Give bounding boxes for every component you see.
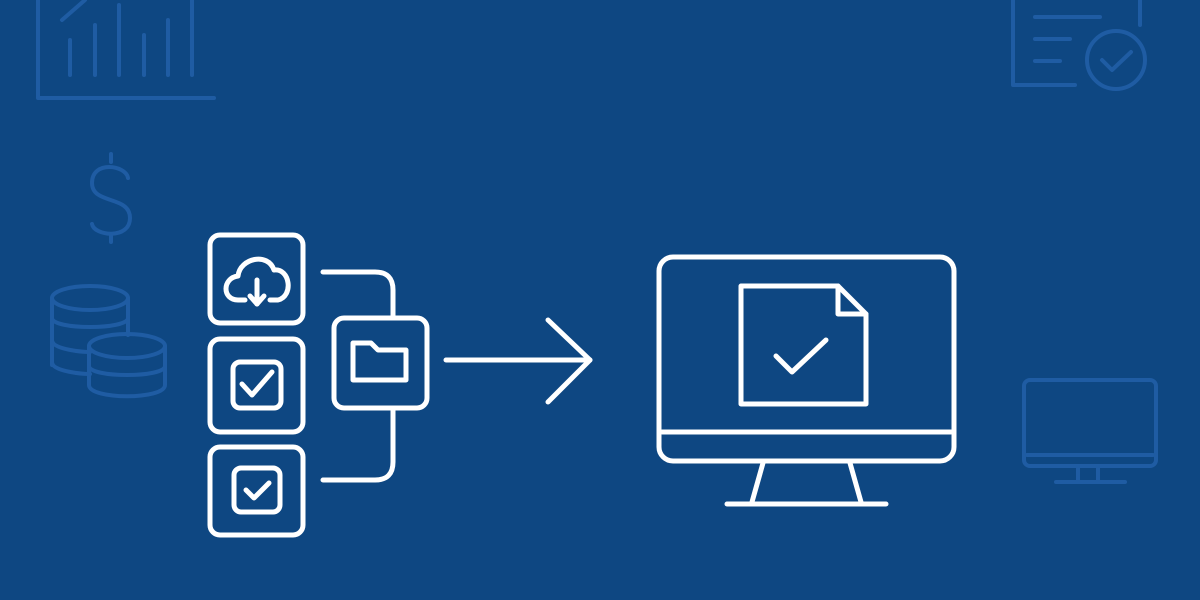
bar-chart-icon bbox=[36, 0, 216, 100]
connector-top bbox=[320, 269, 396, 321]
monitor-icon bbox=[1022, 378, 1158, 484]
checkbox-icon bbox=[230, 359, 284, 411]
cloud-download-box bbox=[207, 232, 306, 326]
folder-icon bbox=[350, 340, 409, 383]
checkmark-icon bbox=[239, 369, 275, 398]
checkmark-icon bbox=[243, 480, 272, 501]
monitor-document-check-icon bbox=[656, 254, 957, 507]
cloud-download-icon bbox=[223, 256, 291, 307]
arrow-right-icon bbox=[443, 317, 593, 405]
document-check-icon bbox=[1011, 0, 1147, 91]
folder-box bbox=[331, 315, 430, 411]
checkbox-box-1 bbox=[207, 336, 306, 435]
checkbox-icon bbox=[231, 465, 283, 515]
dollar-icon bbox=[90, 152, 132, 244]
checkbox-box-2 bbox=[207, 444, 306, 538]
checkmark-icon bbox=[773, 337, 829, 375]
document-icon bbox=[738, 283, 869, 407]
coins-icon bbox=[50, 284, 167, 399]
connector-bottom bbox=[320, 405, 396, 483]
